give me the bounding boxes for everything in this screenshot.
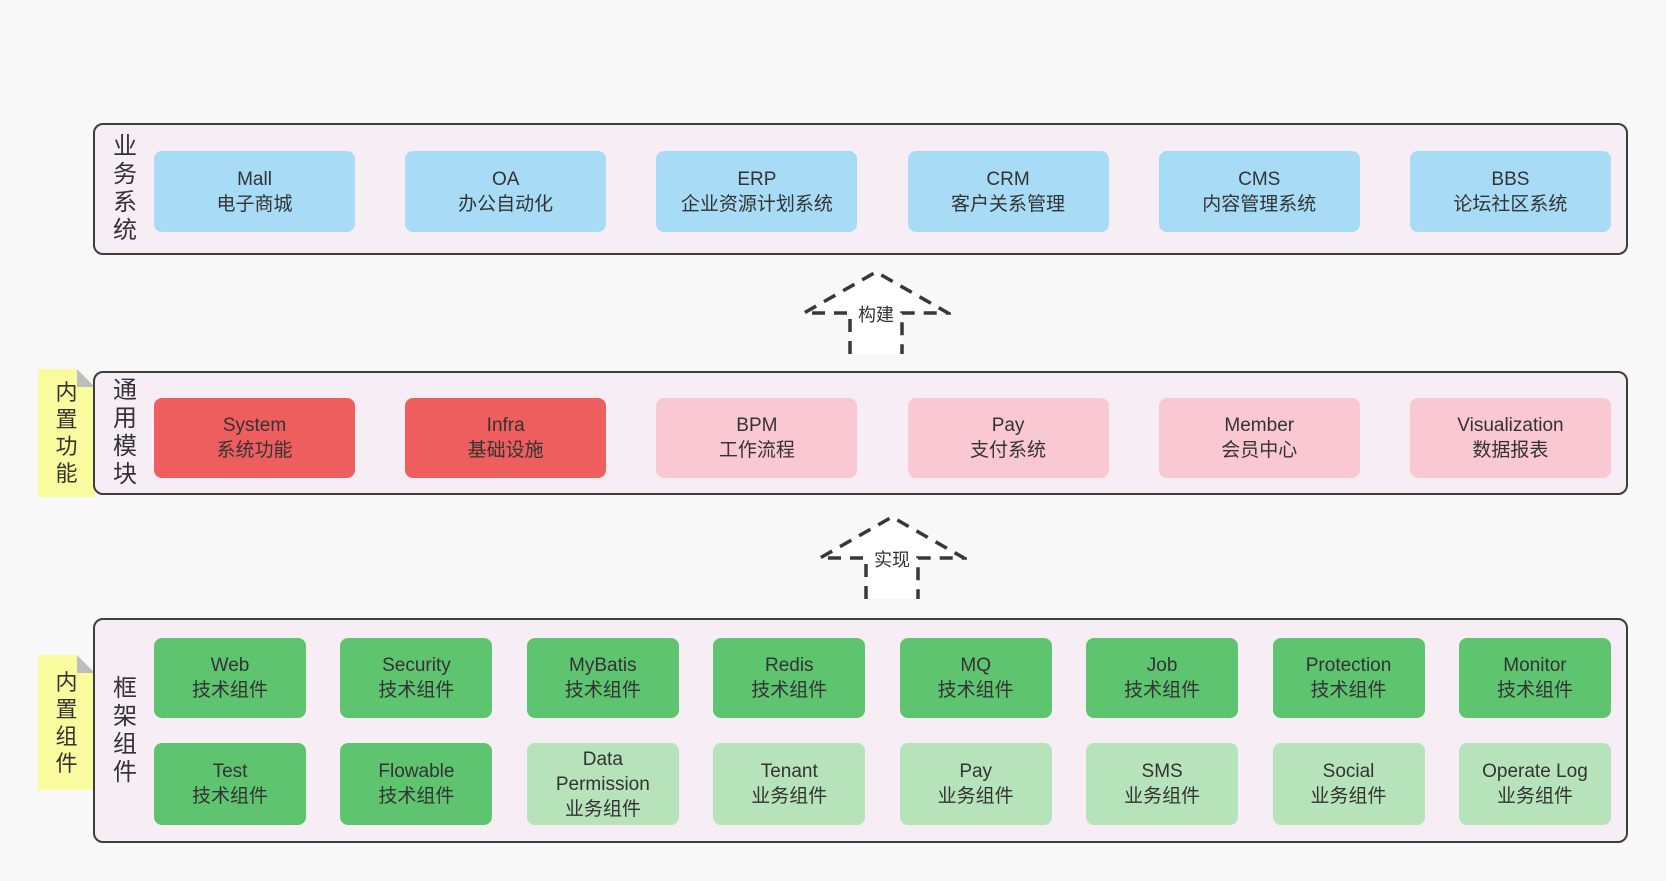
box-mq: MQ 技术组件 (899, 638, 1052, 718)
arrow-build-label: 构建 (856, 304, 896, 326)
box-bpm: BPM 工作流程 (656, 398, 858, 478)
box-mall: Mall 电子商城 (154, 151, 355, 232)
layer-framework-components: 框架组件 Web 技术组件 Security 技术组件 MyBatis 技术组件… (93, 618, 1628, 843)
sticky-note-label: 内置功能 (55, 380, 78, 486)
layer-label-common-modules: 通用模块 (101, 373, 149, 493)
box-test: Test 技术组件 (154, 743, 306, 825)
arrow-build: 构建 (801, 268, 951, 356)
box-sms: SMS 业务组件 (1086, 743, 1239, 825)
box-flowable: Flowable 技术组件 (340, 743, 493, 825)
layer-label-business-systems: 业务系统 (101, 125, 149, 253)
arrow-implement: 实现 (817, 513, 967, 601)
framework-box-row-1: Web 技术组件 Security 技术组件 MyBatis 技术组件 Redi… (154, 638, 1611, 718)
box-monitor: Monitor 技术组件 (1458, 638, 1611, 718)
box-pay-module: Pay 支付系统 (907, 398, 1109, 478)
layer-business-systems: 业务系统 Mall 电子商城 OA 办公自动化 ERP 企业资源计划系统 CRM… (93, 123, 1628, 255)
box-pay-component: Pay 业务组件 (899, 743, 1052, 825)
box-oa: OA 办公自动化 (405, 151, 607, 232)
box-erp: ERP 企业资源计划系统 (656, 151, 858, 232)
box-security: Security 技术组件 (340, 638, 493, 718)
box-member: Member 会员中心 (1158, 398, 1360, 478)
box-data-permission: Data Permission 业务组件 (526, 743, 679, 825)
framework-box-row-2: Test 技术组件 Flowable 技术组件 Data Permission … (154, 743, 1611, 825)
layer-label-text: 框架组件 (113, 674, 137, 786)
layer-label-framework-components: 框架组件 (101, 620, 149, 841)
box-web: Web 技术组件 (154, 638, 306, 718)
box-redis: Redis 技术组件 (713, 638, 866, 718)
box-infra: Infra 基础设施 (405, 398, 607, 478)
layer-common-modules: 通用模块 System 系统功能 Infra 基础设施 BPM 工作流程 Pay… (93, 371, 1628, 495)
arrow-implement-label: 实现 (872, 549, 912, 571)
box-mybatis: MyBatis 技术组件 (526, 638, 679, 718)
sticky-note-builtin-components: 内置组件 (38, 655, 95, 790)
box-crm: CRM 客户关系管理 (907, 151, 1109, 232)
box-social: Social 业务组件 (1272, 743, 1425, 825)
box-visualization: Visualization 数据报表 (1409, 398, 1611, 478)
box-job: Job 技术组件 (1086, 638, 1239, 718)
sticky-note-builtin-features: 内置功能 (38, 369, 95, 497)
box-protection: Protection 技术组件 (1272, 638, 1425, 718)
layer-label-text: 通用模块 (113, 377, 137, 488)
box-bbs: BBS 论坛社区系统 (1409, 151, 1611, 232)
common-box-row: System 系统功能 Infra 基础设施 BPM 工作流程 Pay 支付系统… (154, 398, 1611, 478)
box-operate-log: Operate Log 业务组件 (1458, 743, 1611, 825)
box-cms: CMS 内容管理系统 (1158, 151, 1360, 232)
layer-label-text: 业务系统 (113, 133, 137, 244)
box-tenant: Tenant 业务组件 (713, 743, 866, 825)
business-box-row: Mall 电子商城 OA 办公自动化 ERP 企业资源计划系统 CRM 客户关系… (154, 151, 1611, 232)
sticky-note-label: 内置组件 (55, 669, 78, 776)
box-system: System 系统功能 (154, 398, 355, 478)
